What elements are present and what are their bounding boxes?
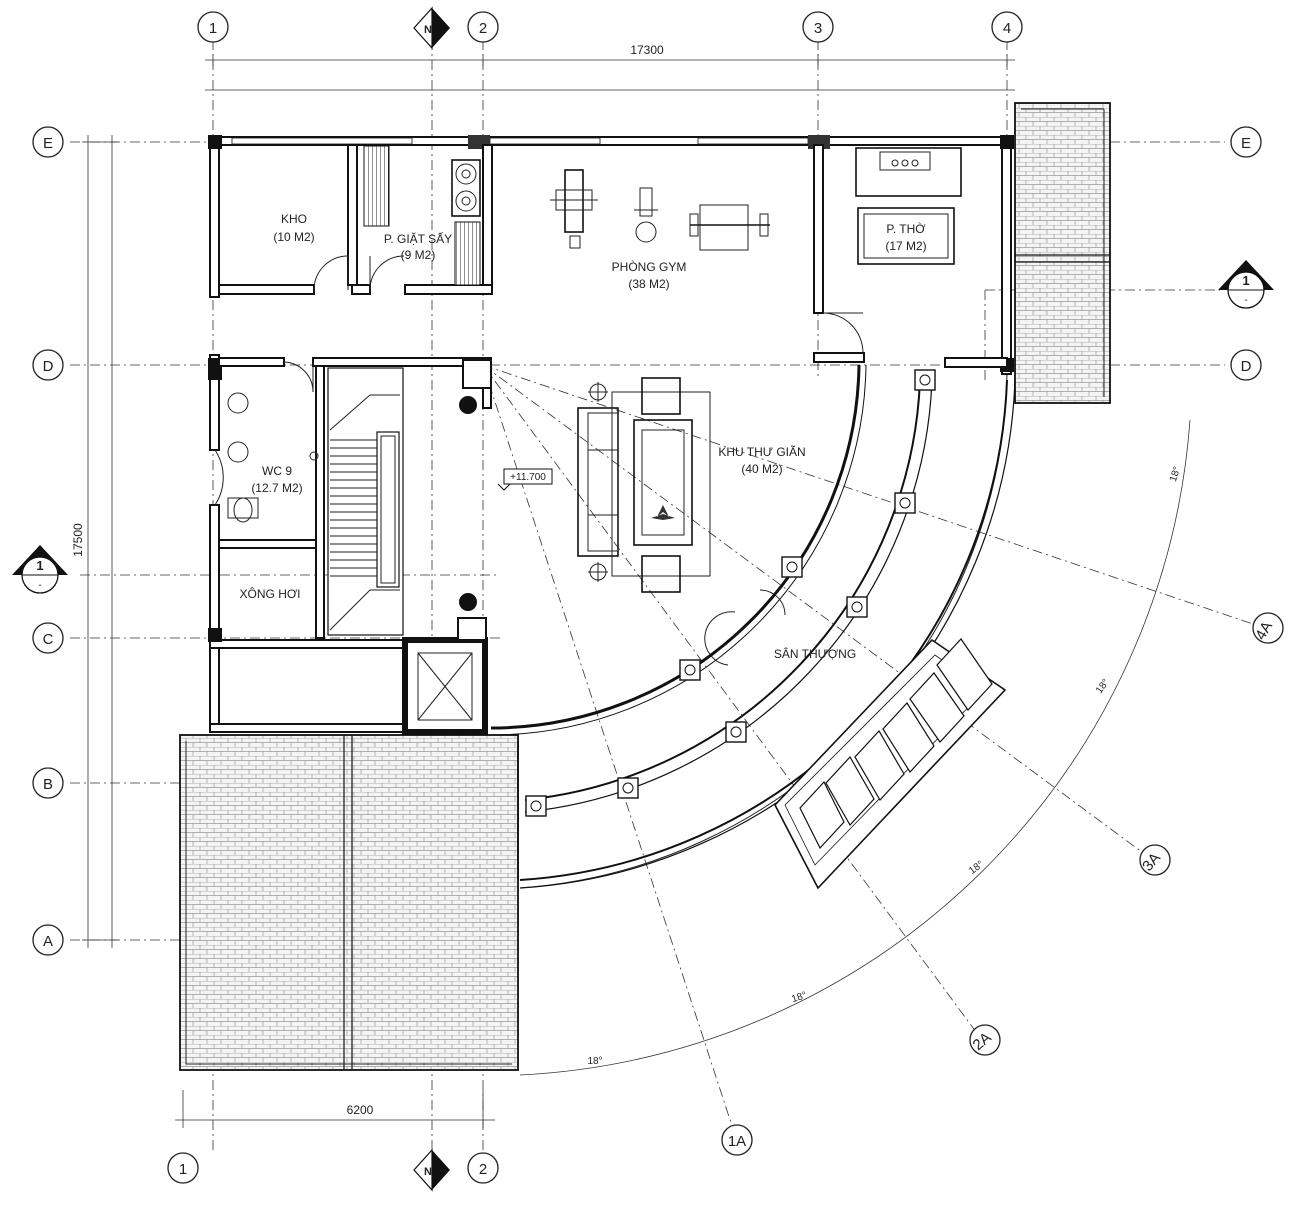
grid-bubble-radial-3A: 3A (1139, 844, 1171, 876)
pillar-icon (781, 556, 803, 578)
section-marker-left-icon: 1 - (12, 545, 68, 594)
room-area-wc: (12.7 M2) (251, 481, 302, 495)
grid-bubble-radial-1A: 1A (721, 1124, 753, 1156)
interior-walls (218, 144, 1008, 735)
dim-left-overall: 17500 (71, 523, 85, 557)
grid-bubble-radial-2A: 2A (969, 1024, 1001, 1056)
grid-bubble-bottom-1: 1 (167, 1152, 199, 1184)
svg-text:+11.700: +11.700 (510, 472, 546, 483)
planter-cell (936, 638, 993, 711)
room-area-giat-say: (9 M2) (401, 248, 436, 262)
svg-text:N: N (424, 1166, 432, 1178)
room-area-tho: (17 M2) (885, 239, 926, 253)
grid-bubble-right-D: D (1230, 349, 1262, 381)
angle-label-1: 18° (1168, 465, 1183, 483)
svg-text:C: C (43, 631, 54, 648)
doors (214, 255, 864, 666)
pillar-icon (617, 777, 639, 799)
exterior-walls (208, 135, 1014, 733)
gym-equipment-icon (550, 169, 770, 251)
grid-bubble-left-B: B (32, 767, 64, 799)
planter-cell (825, 755, 875, 827)
angle-label-4: 18° (790, 990, 808, 1005)
planter-boxes (774, 638, 1007, 890)
staircase (327, 367, 404, 636)
grid-bubble-top-3: 3 (802, 11, 834, 43)
curve-pillars (525, 369, 936, 817)
dim-top-overall: 17300 (630, 43, 664, 57)
room-name-wc: WC 9 (262, 464, 292, 478)
svg-text:A: A (43, 933, 53, 950)
planter-cell (882, 702, 935, 773)
angle-label-3: 18° (967, 859, 986, 877)
roof-tile-top-right (1014, 102, 1111, 404)
north-arrow-bottom-icon: N (413, 1148, 450, 1192)
svg-text:E: E (1241, 135, 1251, 152)
grid-bubble-bottom-2: 2 (467, 1152, 499, 1184)
angle-label-5: 18° (587, 1056, 602, 1067)
svg-text:1: 1 (1242, 273, 1249, 288)
level-marker: +11.700 (497, 468, 553, 491)
curved-walls (490, 364, 1016, 889)
grid-bubble-right-E: E (1230, 126, 1262, 158)
room-area-gym: (38 M2) (628, 277, 669, 291)
room-name-kho: KHO (281, 212, 307, 226)
room-name-thu-gian: KHU THƯ GIÃN (718, 445, 805, 459)
svg-text:1: 1 (179, 1161, 187, 1178)
room-name-xong-hoi: XÔNG HƠI (240, 586, 301, 601)
grid-bubble-top-4: 4 (991, 11, 1023, 43)
north-arrow-top-icon: N (413, 6, 450, 50)
room-area-thu-gian: (40 M2) (741, 462, 782, 476)
laundry-machines (363, 145, 481, 286)
pillar-icon (525, 795, 547, 817)
roof-tile-bottom-left (179, 734, 519, 1071)
svg-text:N: N (424, 24, 432, 36)
grid-bubble-left-A: A (32, 924, 64, 956)
pillar-icon (914, 369, 936, 391)
svg-text:E: E (43, 135, 53, 152)
grid-bubble-left-C: C (32, 622, 64, 654)
dim-bottom-roof: 6200 (347, 1103, 374, 1117)
room-name-gym: PHÒNG GYM (612, 259, 687, 274)
svg-text:4: 4 (1003, 20, 1011, 37)
svg-text:1: 1 (209, 20, 217, 37)
planter-cell (909, 672, 965, 743)
room-area-kho: (10 M2) (273, 230, 314, 244)
planter-cell (799, 780, 845, 850)
dimension-lines (82, 54, 1015, 1128)
svg-text:D: D (43, 358, 54, 375)
svg-text:B: B (43, 776, 53, 793)
grid-bubble-top-1: 1 (197, 11, 229, 43)
svg-text:3: 3 (814, 20, 822, 37)
pillar-icon (725, 721, 747, 743)
svg-text:1: 1 (36, 558, 43, 573)
pillar-icon (846, 596, 868, 618)
section-marker-right-icon: 1 - (1218, 260, 1274, 309)
pillar-icon (679, 659, 701, 681)
room-name-san-thuong: SÂN THƯỢNG (774, 646, 856, 661)
svg-text:-: - (38, 580, 41, 591)
svg-text:1A: 1A (728, 1133, 746, 1150)
svg-text:2: 2 (479, 1161, 487, 1178)
pillar-icon (894, 492, 916, 514)
svg-text:4A: 4A (1252, 619, 1276, 643)
lounge-furniture (459, 377, 711, 611)
grid-bubble-left-D: D (32, 349, 64, 381)
svg-text:D: D (1241, 358, 1252, 375)
angle-label-2: 18° (1094, 677, 1112, 696)
planter-cell (854, 729, 905, 802)
grid-bubble-radial-4A: 4A (1252, 612, 1284, 644)
room-name-tho: P. THỜ (886, 221, 926, 236)
grid-bubble-top-2: 2 (467, 11, 499, 43)
room-name-giat-say: P. GIẶT SẤY (384, 231, 452, 246)
svg-text:2: 2 (479, 20, 487, 37)
grid-bubble-left-E: E (32, 126, 64, 158)
altar-furniture (855, 147, 962, 265)
wc-fixtures (227, 392, 319, 523)
svg-text:-: - (1244, 295, 1247, 306)
